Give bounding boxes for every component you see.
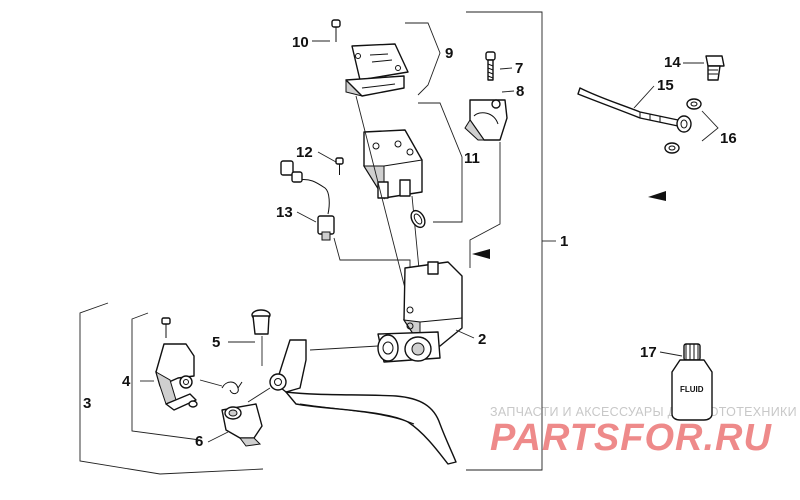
callout-17: 17 xyxy=(640,344,657,361)
bottle-label: FLUID xyxy=(680,385,704,394)
watermark-tagline: ЗАПЧАСТИ И АКСЕССУАРЫ ДЛЯ МОТОТЕХНИКИ xyxy=(490,405,797,419)
callout-8: 8 xyxy=(516,83,524,100)
part-16-washers xyxy=(664,98,702,154)
part-9-reservoir-cover xyxy=(345,43,409,97)
bracket-16 xyxy=(701,110,719,142)
part-14-banjo-bolt xyxy=(683,55,725,81)
part-8-clamp xyxy=(464,90,515,268)
arrow-marker-right xyxy=(648,191,666,201)
watermark-brand: PARTSFOR.RU xyxy=(490,417,772,459)
callout-12: 12 xyxy=(296,144,313,161)
callout-4: 4 xyxy=(122,373,131,390)
callout-14: 14 xyxy=(664,54,681,71)
callout-3: 3 xyxy=(83,395,91,412)
reservoir-seal xyxy=(410,209,426,229)
callout-10: 10 xyxy=(292,34,309,51)
part-7-clamp-bolt xyxy=(485,51,513,81)
assembly-line-a xyxy=(355,95,409,301)
callout-9: 9 xyxy=(445,45,453,62)
bracket-3 xyxy=(79,302,264,475)
part-2-master-cylinder xyxy=(377,261,475,363)
bracket-1 xyxy=(466,11,556,471)
part-17-fluid-bottle: FLUID xyxy=(659,343,713,421)
callout-6: 6 xyxy=(195,433,203,450)
callout-2: 2 xyxy=(478,331,486,348)
part-4-bracket-group xyxy=(140,317,243,411)
callout-16: 16 xyxy=(720,130,737,147)
callout-13: 13 xyxy=(276,204,293,221)
bracket-4 xyxy=(131,312,201,441)
callout-11: 11 xyxy=(464,150,480,167)
part-12-screw xyxy=(317,151,344,175)
brake-lever xyxy=(269,339,457,465)
part-15-brake-hose xyxy=(577,85,692,133)
bracket-11 xyxy=(418,102,463,223)
callout-1: 1 xyxy=(560,233,568,250)
part-13-brake-switch xyxy=(280,160,411,300)
callout-5: 5 xyxy=(212,334,220,351)
callout-15: 15 xyxy=(657,77,674,94)
part-11-reservoir xyxy=(363,129,423,200)
bracket-9 xyxy=(405,22,441,96)
part-10-cap-screw xyxy=(312,19,341,42)
part-6-adjuster xyxy=(207,387,271,447)
arrow-marker-upper xyxy=(472,249,490,259)
callout-7: 7 xyxy=(515,60,523,77)
part-5-pivot-bolt xyxy=(228,309,271,366)
